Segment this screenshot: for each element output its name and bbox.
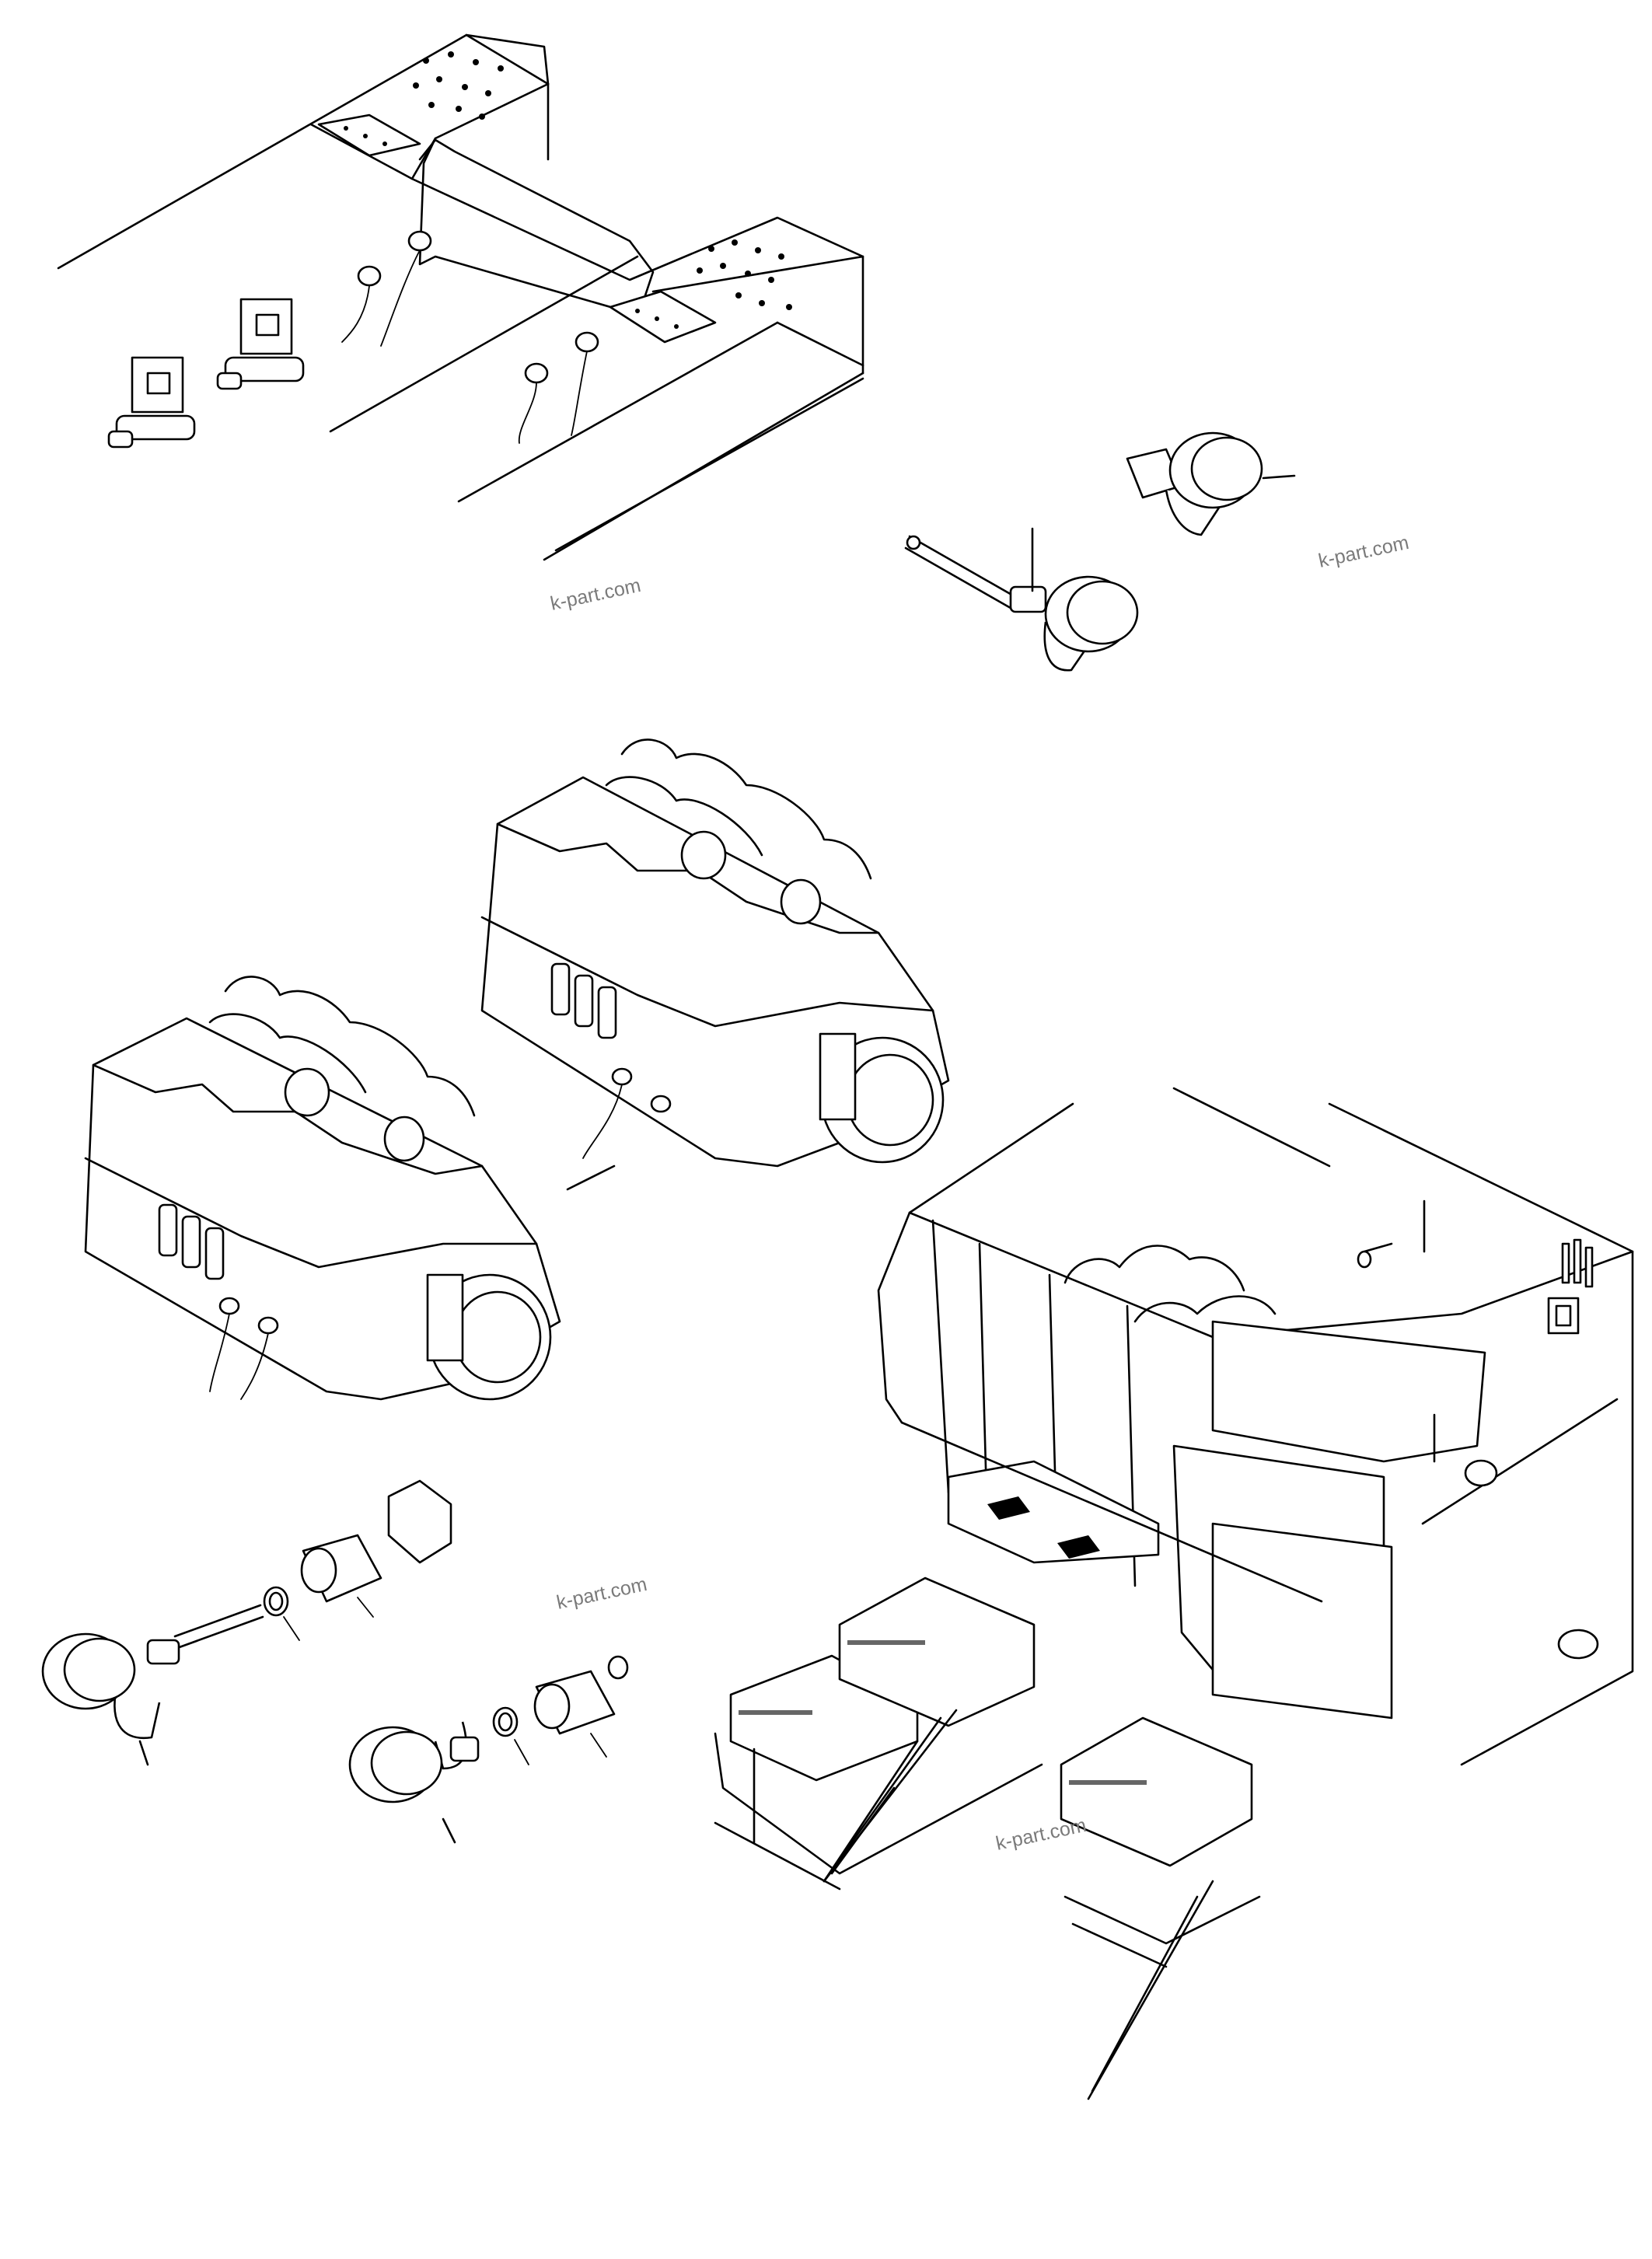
valve-block-1 (107, 356, 196, 449)
main-frame (57, 33, 864, 561)
valve-block-2 (216, 298, 305, 390)
sealing-ring-2 (492, 1706, 529, 1765)
gauge-with-probe (41, 1604, 264, 1766)
sealing-ring-1 (263, 1586, 300, 1641)
watermark-text: k-part.com (1316, 532, 1410, 572)
pressure-gauge-elbow (1126, 431, 1296, 536)
engine-front (84, 976, 561, 1401)
pressure-gauge-probe (904, 527, 1139, 672)
battery-set-right (1060, 1716, 1261, 2100)
frame-sensors (341, 230, 599, 444)
adapter-1 (300, 1479, 452, 1618)
machine-body (877, 1087, 1634, 1766)
gauge-elbow-small (348, 1721, 480, 1844)
watermark-text: k-part.com (994, 1814, 1088, 1855)
engine-rear (480, 738, 950, 1191)
watermark-text: k-part.com (548, 574, 642, 615)
adapter-2 (533, 1655, 629, 1758)
battery-set-left (714, 1576, 1043, 1891)
watermark-text: k-part.com (554, 1573, 648, 1614)
